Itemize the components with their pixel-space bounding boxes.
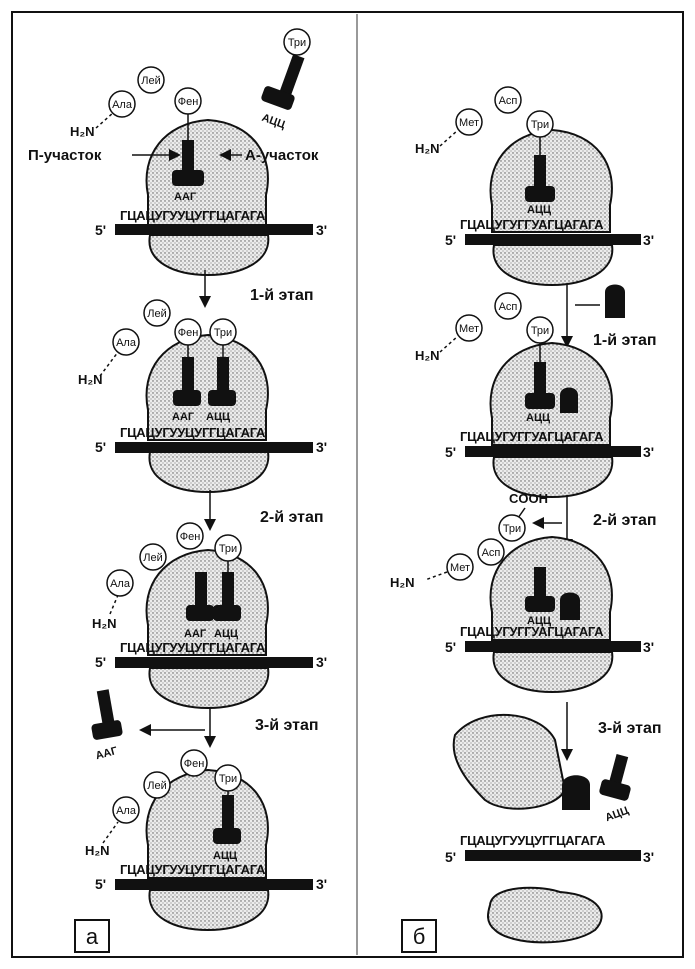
aa-ala: Ала [112, 99, 133, 111]
anticodon: ААГ [174, 191, 197, 203]
amine-label: H₂N [70, 124, 95, 139]
aa-met: Мет [459, 323, 479, 335]
three-prime-label: 3' [643, 639, 654, 655]
five-prime-label: 5' [95, 654, 106, 670]
anticodon: АЦЦ [527, 204, 551, 216]
anticodon: ААГ [94, 745, 119, 763]
three-prime-label: 3' [316, 654, 327, 670]
amine-label: H₂N [415, 141, 440, 156]
step-1-label: 1-й этап [593, 332, 657, 349]
anticodon: АЦЦ [206, 411, 230, 423]
mrna-sequence: ГЦАЦУГУУЦУГГЦАГАГА [460, 833, 606, 848]
mrna-sequence: ГЦАЦУГУГГУАГЦАГАГА [460, 217, 604, 232]
panel-a: ГЦАЦУГУУЦУГГЦАГАГА 5' 3' ААГ П-участок А… [28, 29, 327, 952]
aa-fen: Фен [184, 758, 205, 770]
aa-ala: Ала [116, 805, 137, 817]
anticodon: АЦЦ [526, 412, 550, 424]
five-prime-label: 5' [445, 444, 456, 460]
five-prime-label: 5' [95, 439, 106, 455]
aa-tri: Три [219, 543, 237, 555]
amine-label: H₂N [415, 348, 440, 363]
release-factor-icon [605, 285, 625, 319]
anticodon: АЦЦ [213, 850, 237, 862]
aa-ala: Ала [116, 337, 137, 349]
five-prime-label: 5' [95, 222, 106, 238]
five-prime-label: 5' [445, 639, 456, 655]
mrna-sequence: ГЦАЦУГУУЦУГГЦАГАГА [120, 862, 266, 877]
aa-lei: Лей [141, 75, 160, 87]
aa-lei: Лей [147, 780, 166, 792]
ribosome-a3: ГЦАЦУГУУЦУГГЦАГАГА 5' 3' ААГ АЦЦ H₂N Ала… [92, 523, 327, 708]
step-2-label: 2-й этап [260, 509, 324, 526]
amine-label: H₂N [78, 372, 103, 387]
aa-lei: Лей [143, 552, 162, 564]
three-prime-label: 3' [316, 439, 327, 455]
step-1-label: 1-й этап [250, 287, 314, 304]
aa-tri: Три [214, 327, 232, 339]
cooh-label: COOH [509, 491, 548, 506]
mrna-sequence: ГЦАЦУГУУЦУГГЦАГАГА [120, 208, 266, 223]
release-factor-icon [560, 593, 580, 621]
panel-a-label: а [86, 924, 99, 949]
incoming-trna: Три АЦЦ [260, 29, 310, 131]
aa-fen: Фен [178, 327, 199, 339]
aa-asp: Асп [482, 547, 501, 559]
ribosome-a4: ГЦАЦУГУУЦУГГЦАГАГА 5' 3' АЦЦ H₂N Ала Лей… [85, 750, 327, 930]
step-3-label: 3-й этап [255, 717, 319, 734]
panel-b: ГЦАЦУГУГГУАГЦАГАГА 5' 3' АЦЦ H₂N Мет Асп… [390, 87, 662, 952]
aa-tri: Три [503, 523, 521, 535]
aa-fen: Фен [180, 531, 201, 543]
panel-b-label: б [413, 924, 426, 949]
five-prime-label: 5' [95, 876, 106, 892]
anticodon: АЦЦ [260, 112, 287, 131]
anticodon: АЦЦ [527, 615, 551, 627]
aa-asp: Асп [499, 95, 518, 107]
ribosome-b2: ГЦАЦУГУГГУАГЦАГАГА 5' 3' АЦЦ H₂N Мет Асп… [415, 293, 654, 497]
aa-met: Мет [459, 117, 479, 129]
anticodon: АЦЦ [214, 628, 238, 640]
step-2-label: 2-й этап [593, 512, 657, 529]
step-3-label: 3-й этап [598, 720, 662, 737]
aa-tri: Три [531, 325, 549, 337]
three-prime-label: 3' [316, 876, 327, 892]
ribosome-b3: ГЦАЦУГУГГУАГЦАГАГА 5' 3' АЦЦ [445, 537, 654, 692]
ribosome-a2: ГЦАЦУГУУЦУГГЦАГАГА 5' 3' ААГ АЦЦ H₂N Ала… [78, 300, 327, 492]
dissociated-subunits: АЦЦ ГЦАЦУГУУЦУГГЦАГАГА 5' 3' [445, 715, 654, 943]
aa-fen: Фен [178, 96, 199, 108]
aa-ala: Ала [110, 578, 131, 590]
ribosome-a1: ГЦАЦУГУУЦУГГЦАГАГА 5' 3' ААГ П-участок А… [28, 29, 327, 275]
released-trna: АЦЦ [598, 754, 631, 824]
anticodon: ААГ [184, 628, 207, 640]
aa-met: Мет [450, 562, 470, 574]
release-factor-icon [560, 388, 578, 414]
ribosome-b1: ГЦАЦУГУГГУАГЦАГАГА 5' 3' АЦЦ H₂N Мет Асп… [415, 87, 654, 285]
aa-lei: Лей [147, 308, 166, 320]
a-site-label: А-участок [245, 147, 319, 164]
small-subunit [488, 888, 602, 943]
aa-tri: Три [288, 37, 306, 49]
mrna-sequence: ГЦАЦУГУГГУАГЦАГАГА [460, 429, 604, 444]
mrna-sequence: ГЦАЦУГУУЦУГГЦАГАГА [120, 425, 266, 440]
anticodon: ААГ [172, 411, 195, 423]
amine-label: H₂N [390, 575, 415, 590]
anticodon: АЦЦ [604, 805, 631, 824]
mrna-sequence: ГЦАЦУГУУЦУГГЦАГАГА [120, 640, 266, 655]
released-trna: ААГ [91, 689, 123, 762]
amine-label: H₂N [92, 616, 117, 631]
aa-tri: Три [219, 773, 237, 785]
release-factor-icon [562, 775, 590, 810]
large-subunit [454, 715, 565, 809]
five-prime-label: 5' [445, 232, 456, 248]
aa-tri: Три [531, 119, 549, 131]
amine-label: H₂N [85, 843, 110, 858]
three-prime-label: 3' [316, 222, 327, 238]
aa-asp: Асп [499, 301, 518, 313]
p-site-label: П-участок [28, 147, 102, 164]
five-prime-label: 5' [445, 849, 456, 865]
three-prime-label: 3' [643, 444, 654, 460]
three-prime-label: 3' [643, 232, 654, 248]
three-prime-label: 3' [643, 849, 654, 865]
